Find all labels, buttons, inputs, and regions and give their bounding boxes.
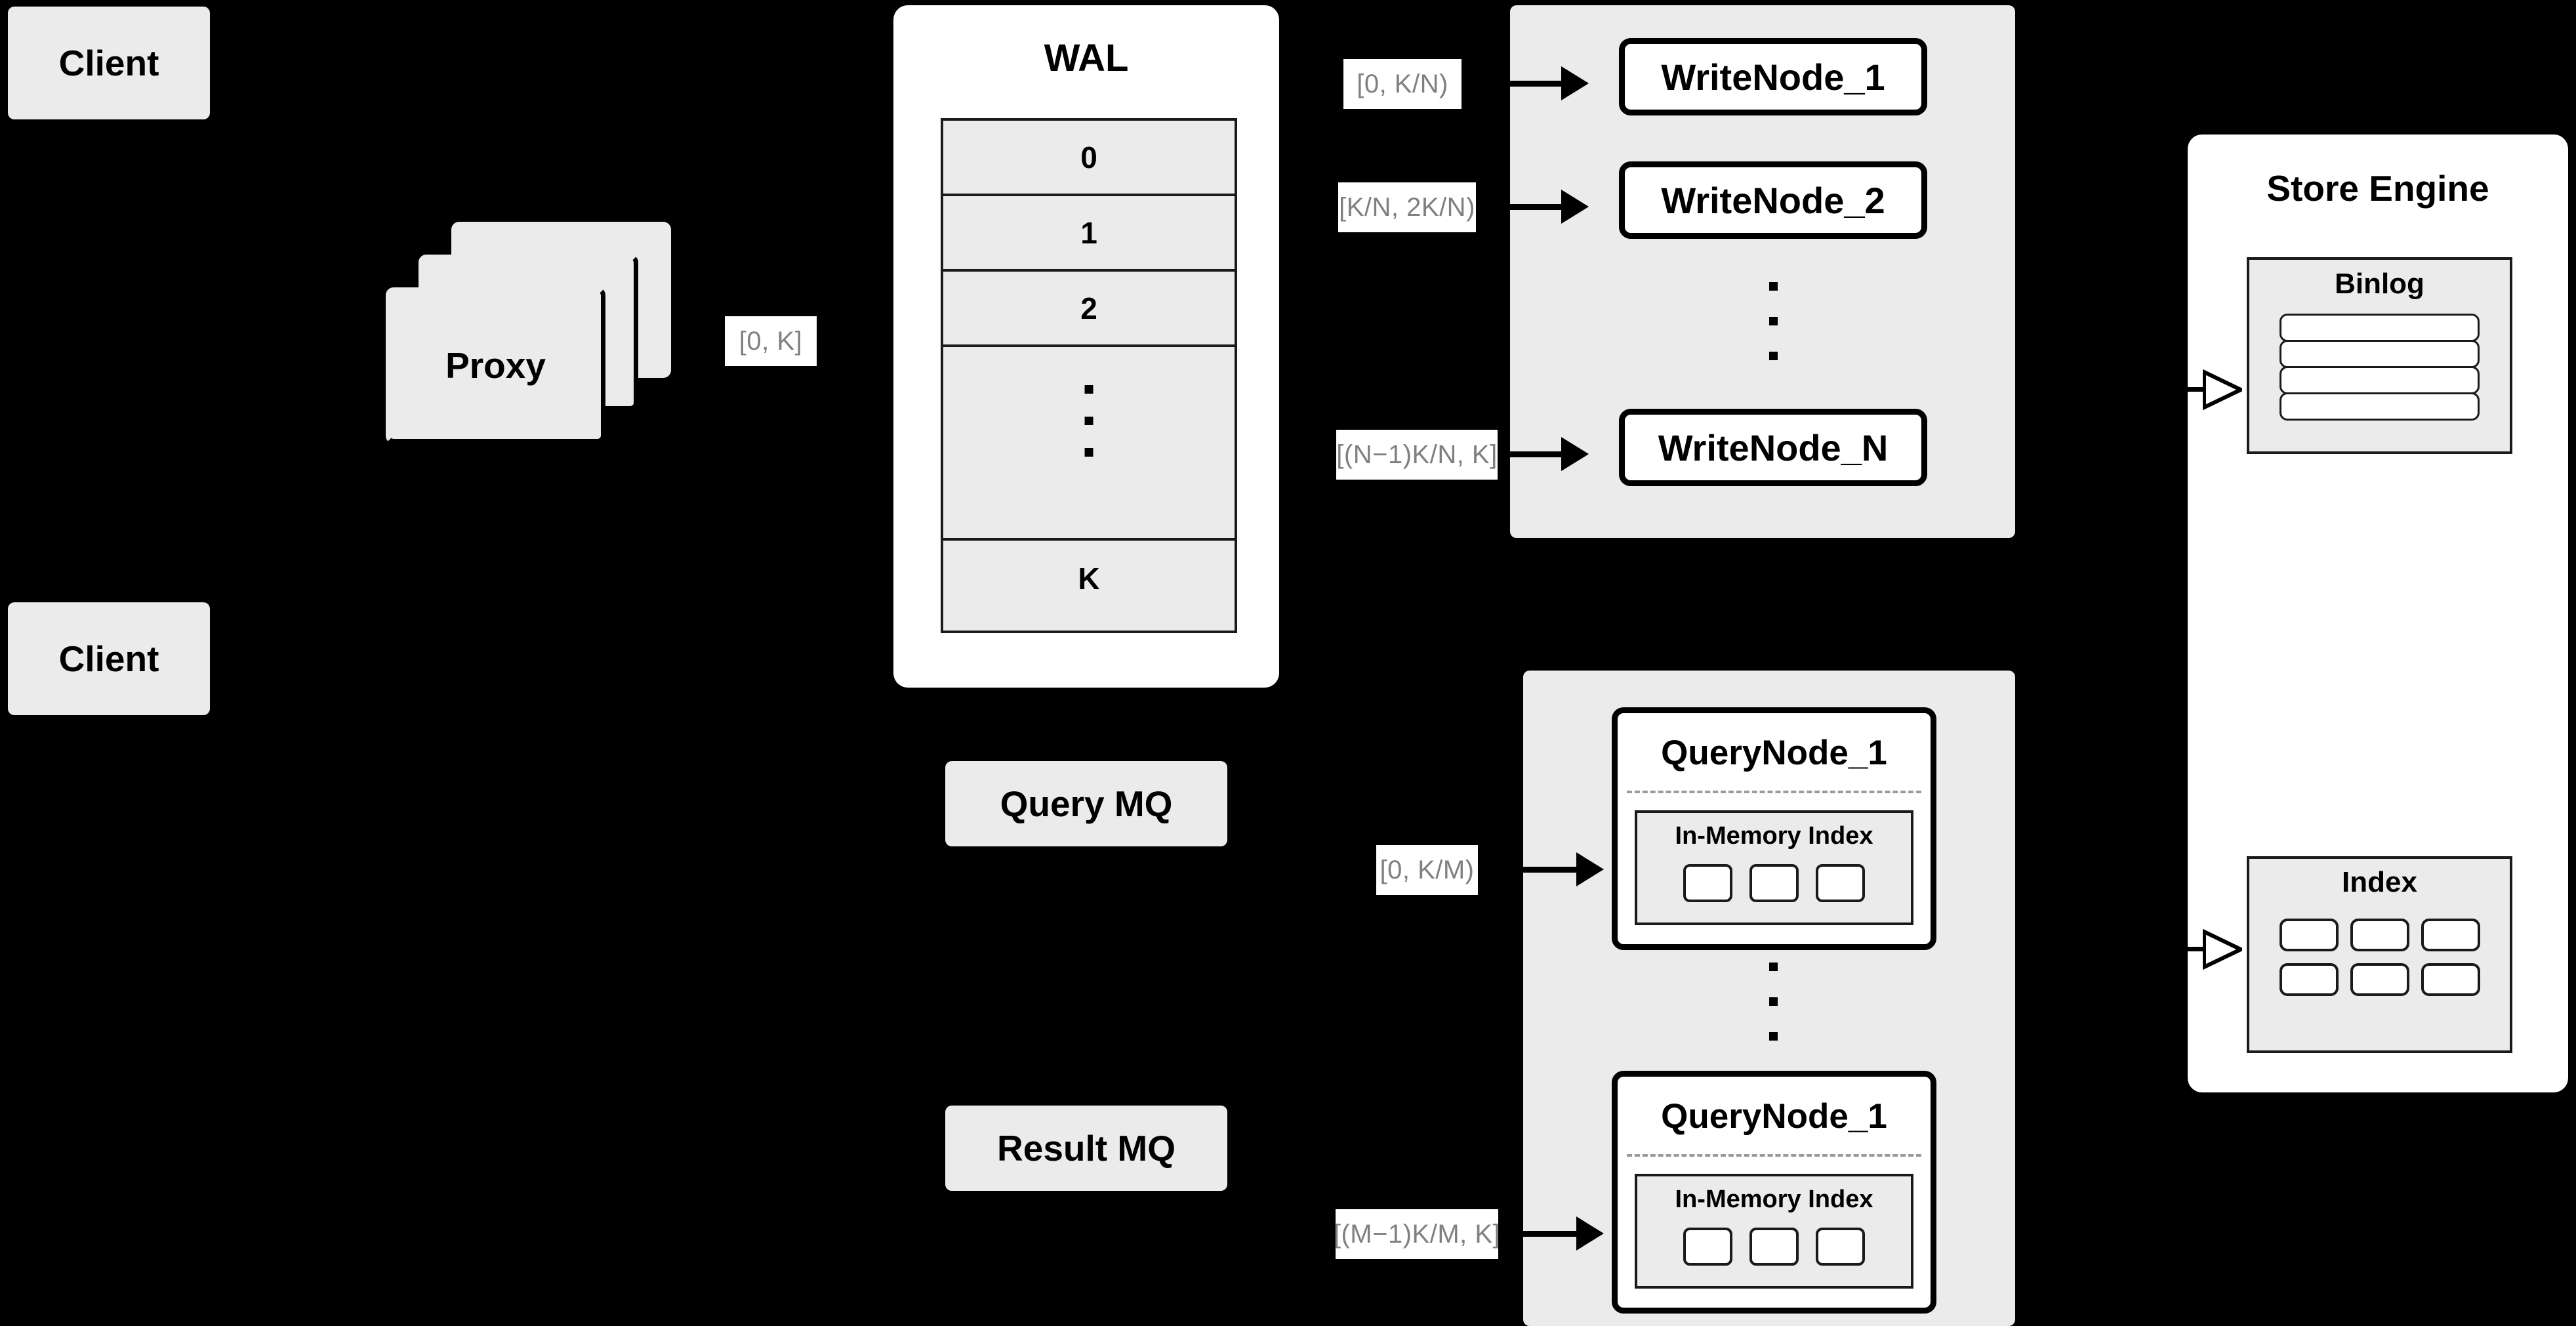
result-mq-label: Result MQ <box>997 1128 1176 1169</box>
index-cell <box>1683 864 1732 902</box>
binlog-row <box>2280 314 2480 342</box>
client-label-2: Client <box>58 638 159 679</box>
index-cell <box>2350 919 2409 951</box>
querynode-2-label: QueryNode_1 <box>1661 1097 1887 1136</box>
writenode-n-label: WriteNode_N <box>1658 426 1889 468</box>
query-mq-label: Query MQ <box>1000 783 1173 824</box>
writenode-2-label: WriteNode_2 <box>1661 179 1885 221</box>
arrow-head-binlog-icon <box>2203 369 2242 410</box>
wal-title: WAL <box>1044 37 1129 79</box>
client-label-1: Client <box>58 43 159 83</box>
range-label-writenode-1: [0, K/N) <box>1343 59 1462 109</box>
index-title: Index <box>2342 866 2417 898</box>
range-label-querynode-2: [(M−1)K/M, K] <box>1334 1209 1500 1259</box>
arrow-head-querynode-1 <box>1576 852 1604 886</box>
querynode-1-separator <box>1627 791 1921 793</box>
arrow-line-querynode-1 <box>1479 867 1584 873</box>
arrow-line-writenode-2 <box>1476 204 1569 210</box>
querynode-2-index-title: In-Memory Index <box>1675 1186 1873 1213</box>
arrow-line-binlog <box>2165 387 2205 392</box>
querynode-2-separator <box>1627 1154 1921 1157</box>
index-cell <box>2279 919 2339 951</box>
range-label-writenode-2: [K/N, 2K/N) <box>1338 182 1476 232</box>
wal-row-2: 2 <box>943 272 1235 347</box>
index-cell <box>1749 864 1799 902</box>
wal-table: 0 1 2 K <box>941 118 1237 633</box>
wal-ellipsis-icon <box>1084 385 1094 457</box>
index-cell <box>1749 1228 1799 1266</box>
arrow-head-writenode-2 <box>1561 190 1589 224</box>
arrow-head-writenode-n <box>1561 437 1589 471</box>
binlog-row <box>2280 392 2480 421</box>
index-panel <box>2247 856 2512 1053</box>
binlog-title: Binlog <box>2335 268 2424 300</box>
arrow-line-writenode-n <box>1498 451 1569 457</box>
range-label-querynode-1: [0, K/M) <box>1376 845 1478 895</box>
arrow-head-querynode-2 <box>1576 1216 1604 1251</box>
wal-row-1: 1 <box>943 196 1235 272</box>
querynode-2-index-cells <box>1637 1228 1911 1266</box>
arrow-line-writenode-1 <box>1464 81 1569 87</box>
writenode-1[interactable]: WriteNode_1 <box>1619 38 1927 115</box>
index-cell <box>2421 919 2480 951</box>
querynode-1-index-title: In-Memory Index <box>1675 822 1873 850</box>
querynode-1[interactable]: QueryNode_1 In-Memory Index <box>1612 707 1936 950</box>
querynode-2-inmemory-index-panel: In-Memory Index <box>1635 1174 1913 1289</box>
querynode-1-index-cells <box>1637 864 1911 902</box>
arrow-head-writenode-1 <box>1561 66 1589 100</box>
index-cells <box>2266 919 2493 996</box>
arrow-line-index <box>2165 947 2205 951</box>
querynode-1-label: QueryNode_1 <box>1661 734 1887 772</box>
wal-row-0: 0 <box>943 121 1235 196</box>
range-label-proxy-output: [0, K] <box>725 316 817 366</box>
client-box-2[interactable]: Client <box>8 602 210 715</box>
wal-row-k: K <box>943 541 1235 616</box>
binlog-rows <box>2280 314 2480 421</box>
range-label-writenode-n: [(N−1)K/N, K] <box>1336 430 1498 480</box>
proxy-card-front[interactable]: Proxy <box>386 287 605 444</box>
index-cell <box>1816 1228 1865 1266</box>
store-engine-title: Store Engine <box>2266 168 2489 209</box>
binlog-row <box>2280 340 2480 368</box>
arrow-head-index-icon <box>2203 929 2242 970</box>
writenode-1-label: WriteNode_1 <box>1661 56 1885 98</box>
writenode-n[interactable]: WriteNode_N <box>1619 409 1927 486</box>
query-cluster-ellipsis-icon <box>1769 963 1778 1041</box>
write-cluster-ellipsis-icon <box>1769 282 1778 360</box>
client-box-1[interactable]: Client <box>8 7 210 119</box>
index-cell <box>1816 864 1865 902</box>
querynode-2[interactable]: QueryNode_1 In-Memory Index <box>1612 1071 1936 1314</box>
result-mq-box[interactable]: Result MQ <box>945 1106 1227 1191</box>
index-cell <box>1683 1228 1732 1266</box>
binlog-row <box>2280 366 2480 394</box>
writenode-2[interactable]: WriteNode_2 <box>1619 161 1927 239</box>
proxy-label: Proxy <box>445 345 546 386</box>
query-mq-box[interactable]: Query MQ <box>945 761 1227 846</box>
index-cell <box>2279 963 2339 996</box>
index-cell <box>2421 963 2480 996</box>
wal-row-ellipsis <box>943 347 1235 541</box>
arrow-line-querynode-2 <box>1498 1231 1584 1237</box>
index-cell <box>2350 963 2409 996</box>
querynode-1-inmemory-index-panel: In-Memory Index <box>1635 810 1913 925</box>
